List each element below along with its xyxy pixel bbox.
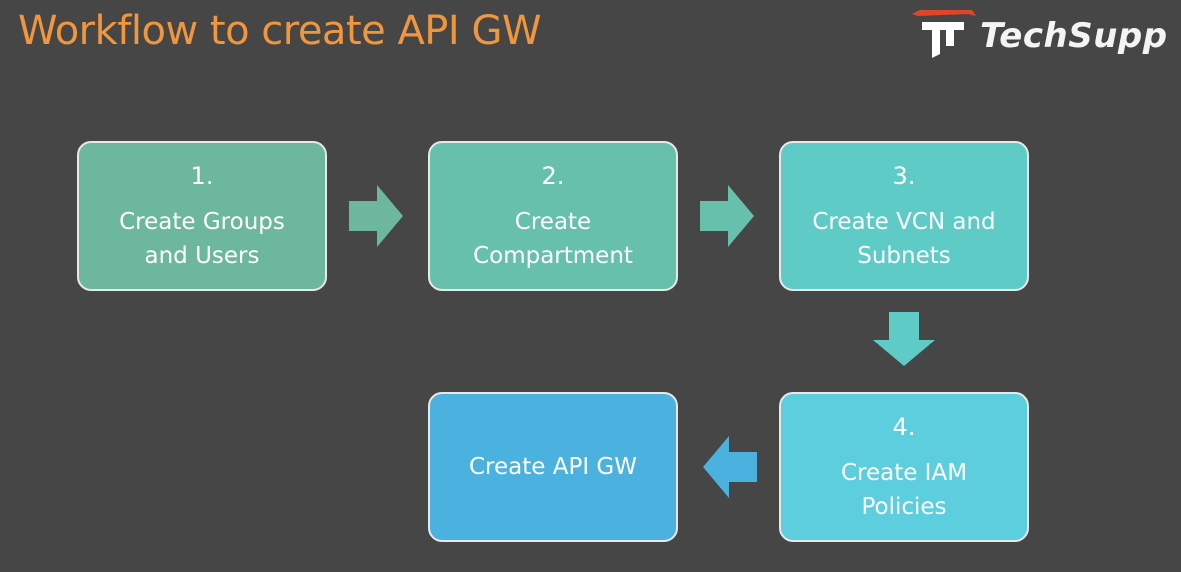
step-label: Create VCN and Subnets [812,209,996,269]
step-create-iam-policies: 4. Create IAM Policies [779,392,1029,542]
arrow-left-icon [703,436,757,498]
techsupport-logo: TechSupp [910,8,1181,60]
arrow-right-icon [349,185,403,247]
step-create-compartment: 2. Create Compartment [428,141,678,291]
step-create-groups-and-users: 1. Create Groups and Users [77,141,327,291]
arrow-right-icon [700,185,754,247]
techsupport-logo-icon [912,10,976,58]
step-create-api-gw: Create API GW [428,392,678,542]
logo-text: TechSupp [980,16,1168,56]
step-number: 2. [541,162,565,190]
step-create-vcn-and-subnets: 3. Create VCN and Subnets [779,141,1029,291]
step-number: 1. [190,162,214,190]
step-number: 3. [892,162,916,190]
diagram-title: Workflow to create API GW [18,8,542,54]
step-number: 4. [892,413,916,441]
arrow-down-icon [873,312,935,366]
step-label: Create IAM Policies [840,460,968,520]
step-label: Create API GW [469,454,637,480]
step-label: Create Groups and Users [119,209,285,269]
step-label: Create Compartment [473,209,633,269]
